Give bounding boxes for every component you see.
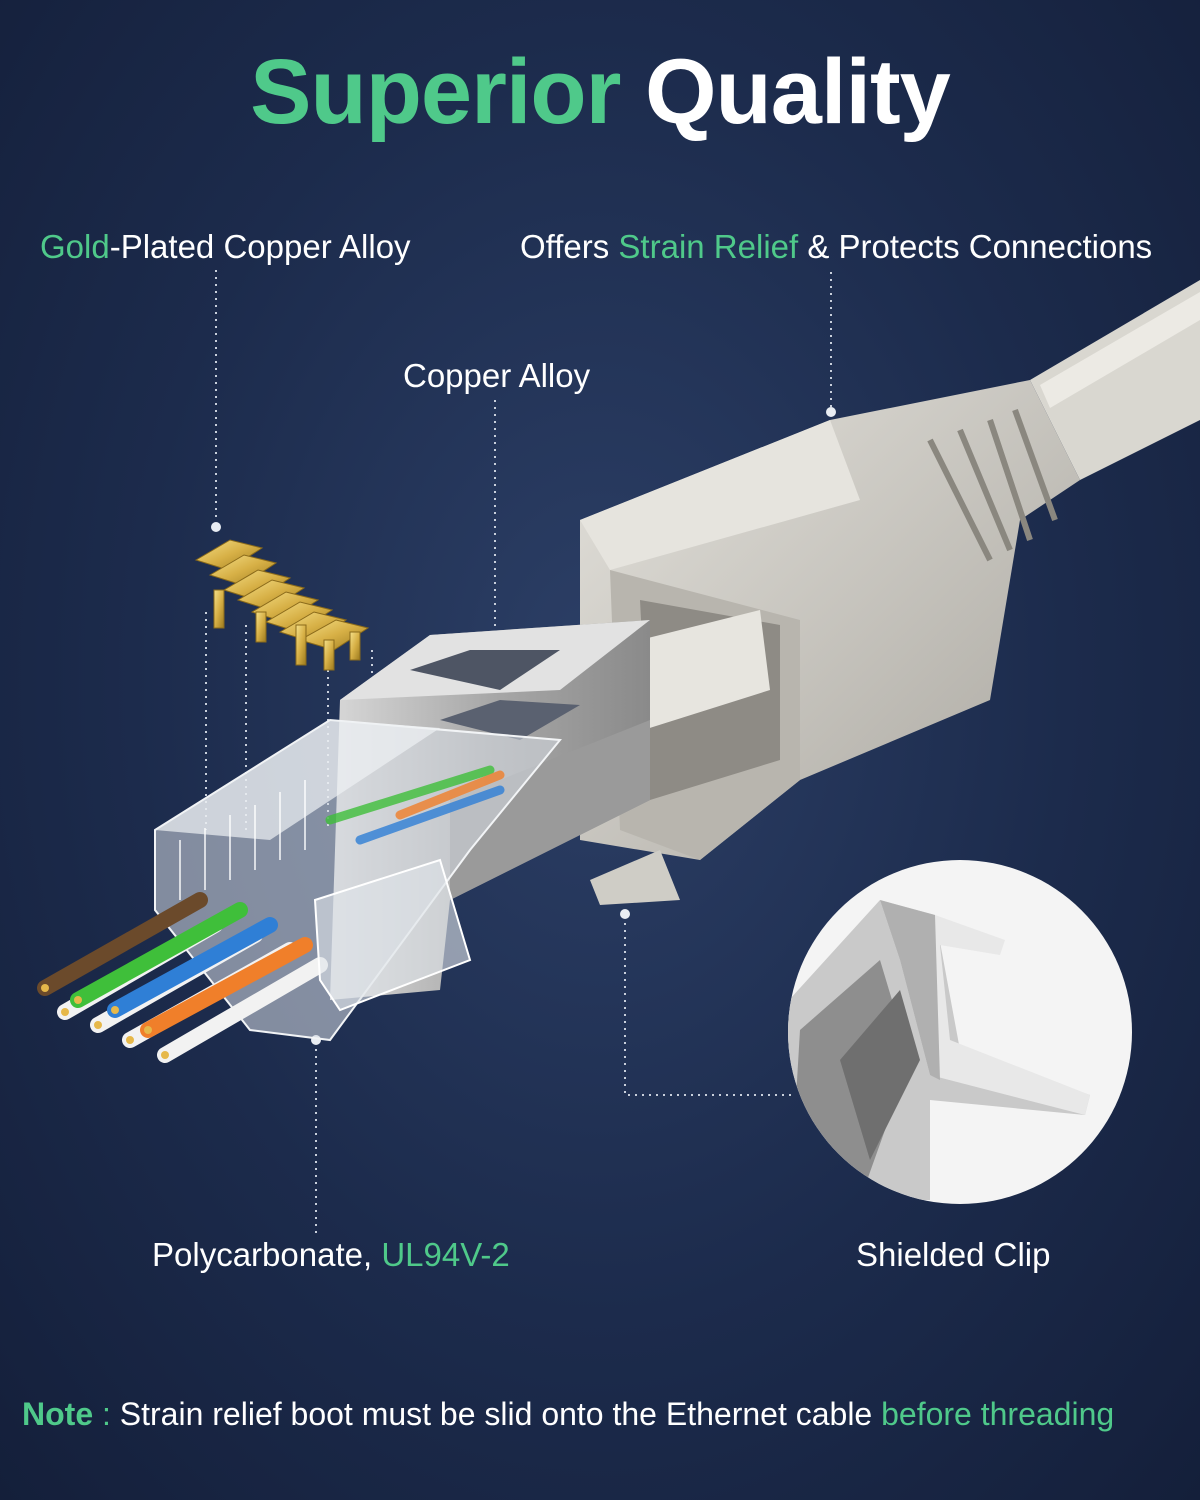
label-strain-highlight: Strain Relief [618,228,799,265]
plug-tip [313,858,472,1012]
label-strain-relief: Offers Strain Relief & Protects Connecti… [520,228,1152,266]
wire-white-4 [157,957,328,1063]
internal-wires [325,765,505,845]
label-gold-highlight: Gold [40,228,110,265]
note-text: Strain relief boot must be slid onto the… [119,1396,882,1432]
label-poly-text: Polycarbonate, [152,1236,382,1273]
note-label: Note [22,1396,94,1432]
wire-brown [37,892,208,996]
exposed-wires [37,892,328,1063]
label-gold-rest: -Plated Copper Alloy [109,228,411,265]
title-rest: Quality [645,41,951,143]
wire-green [70,902,248,1008]
label-strain-post: & Protects Connections [798,228,1153,265]
label-strain-pre: Offers [520,228,619,265]
wire-orange [140,937,313,1038]
leader-clip [624,916,795,1096]
shielded-clip-inset [788,860,1132,1204]
gold-contacts [194,539,370,671]
label-gold-plated-copper-alloy: Gold-Plated Copper Alloy [40,228,411,266]
cable [1030,280,1200,480]
label-copper-alloy: Copper Alloy [403,357,591,394]
label-poly-highlight: UL94V-2 [381,1236,510,1273]
wire-blue [107,917,278,1018]
note-banner: Note : Strain relief boot must be slid o… [22,1396,1192,1433]
note-highlight: before threading [881,1396,1115,1432]
note-separator: : [93,1396,120,1432]
label-shielded-clip: Shielded Clip [856,1236,1051,1273]
label-polycarbonate: Polycarbonate, UL94V-2 [152,1236,510,1274]
title-highlight: Superior [250,41,621,143]
page-title: Superior Quality [0,40,1200,145]
